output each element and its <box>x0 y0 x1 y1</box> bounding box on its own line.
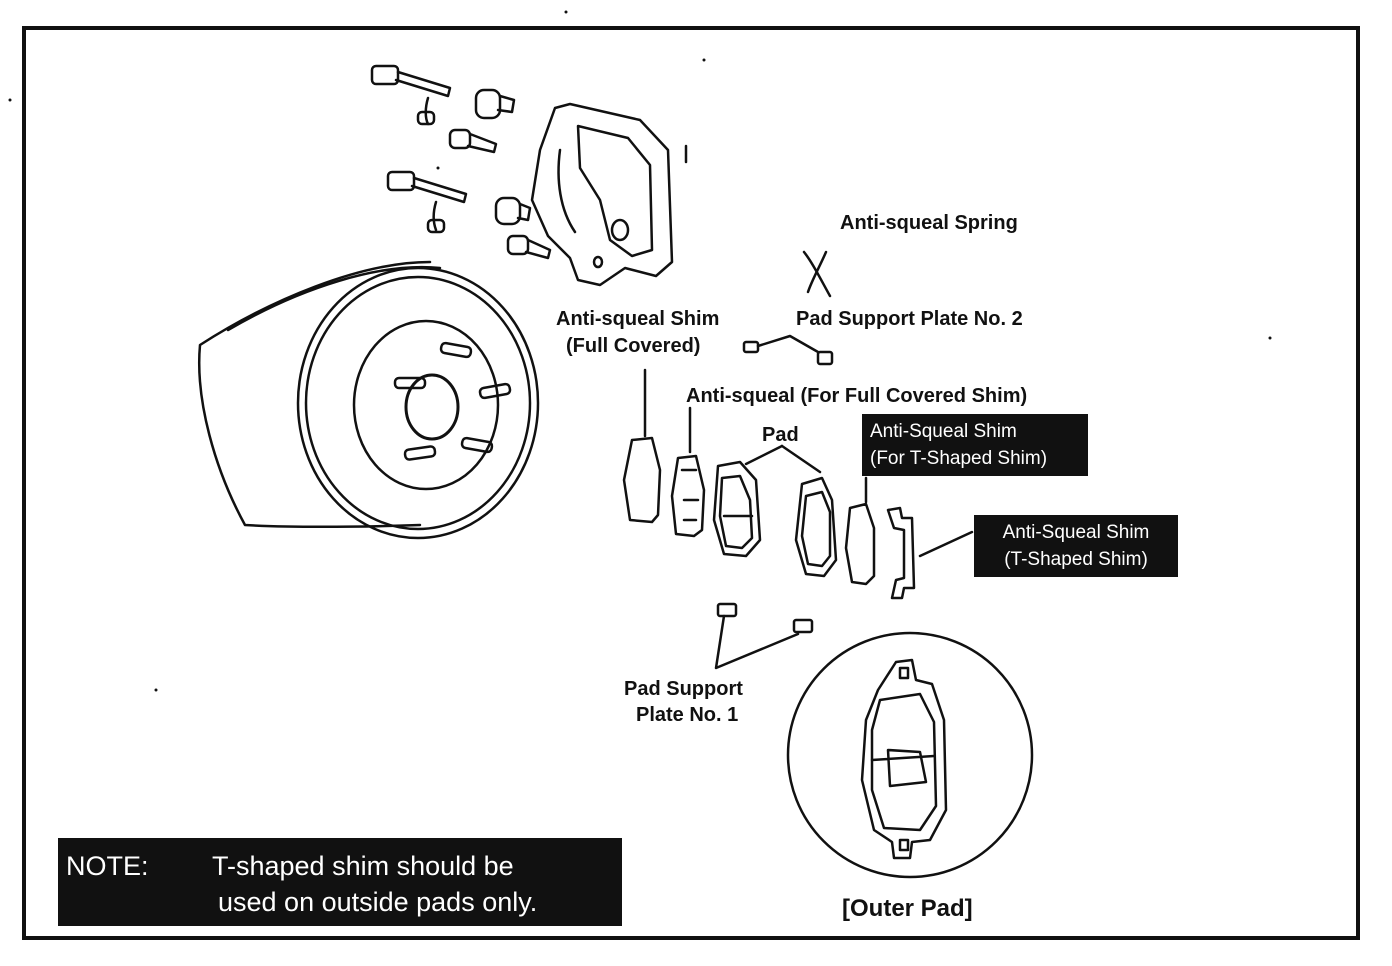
anti-squeal-for-full <box>670 406 706 538</box>
pad-support-plate-1 <box>714 602 814 670</box>
outer-pad-detail <box>786 631 1034 879</box>
t-shaped-shim <box>886 506 974 600</box>
inner-pad <box>712 460 762 558</box>
label-anti-squeal-shim-full-line2: (Full Covered) <box>566 335 701 357</box>
label-t-shaped-shim-line1: Anti-Squeal Shim <box>1002 522 1150 543</box>
label-pad: Pad <box>762 424 799 446</box>
label-shim-for-t-shaped-line2: (For T-Shaped Shim) <box>870 448 1048 469</box>
brake-disc <box>198 260 540 540</box>
note-box: NOTE: T-shaped shim should be used on out… <box>58 838 622 926</box>
note-line2: used on outside pads only. <box>218 887 538 917</box>
label-pad-support-plate-2: Pad Support Plate No. 2 <box>796 308 1023 330</box>
pad-label-lines <box>744 444 822 474</box>
label-t-shaped-shim: Anti-Squeal Shim (T-Shaped Shim) <box>974 515 1178 577</box>
diagram-frame <box>22 26 1360 940</box>
label-pad-support-plate-1-line1: Pad Support <box>624 678 743 700</box>
note-prefix: NOTE: <box>66 851 149 881</box>
label-pad-support-plate-1-line2: Plate No. 1 <box>636 704 739 726</box>
outer-pad <box>794 476 838 578</box>
shim-for-t-shaped <box>844 476 876 586</box>
shim-full-covered <box>622 368 662 524</box>
label-anti-squeal-for-full: Anti-squeal (For Full Covered Shim) <box>686 385 1028 407</box>
pad-support-plate-2 <box>742 334 834 366</box>
label-outer-pad: [Outer Pad] <box>842 895 973 922</box>
note-line1: T-shaped shim should be <box>212 851 514 881</box>
label-shim-for-t-shaped-line1: Anti-Squeal Shim <box>870 421 1017 442</box>
caliper-bolts <box>370 64 552 260</box>
label-anti-squeal-spring: Anti-squeal Spring <box>840 212 1018 234</box>
label-anti-squeal-shim-full-line1: Anti-squeal Shim <box>556 308 720 330</box>
brake-caliper <box>530 102 688 287</box>
label-t-shaped-shim-line2: (T-Shaped Shim) <box>1004 549 1148 570</box>
scan-specks <box>8 10 1272 692</box>
anti-squeal-spring <box>802 250 832 298</box>
label-shim-for-t-shaped: Anti-Squeal Shim (For T-Shaped Shim) <box>862 414 1088 476</box>
